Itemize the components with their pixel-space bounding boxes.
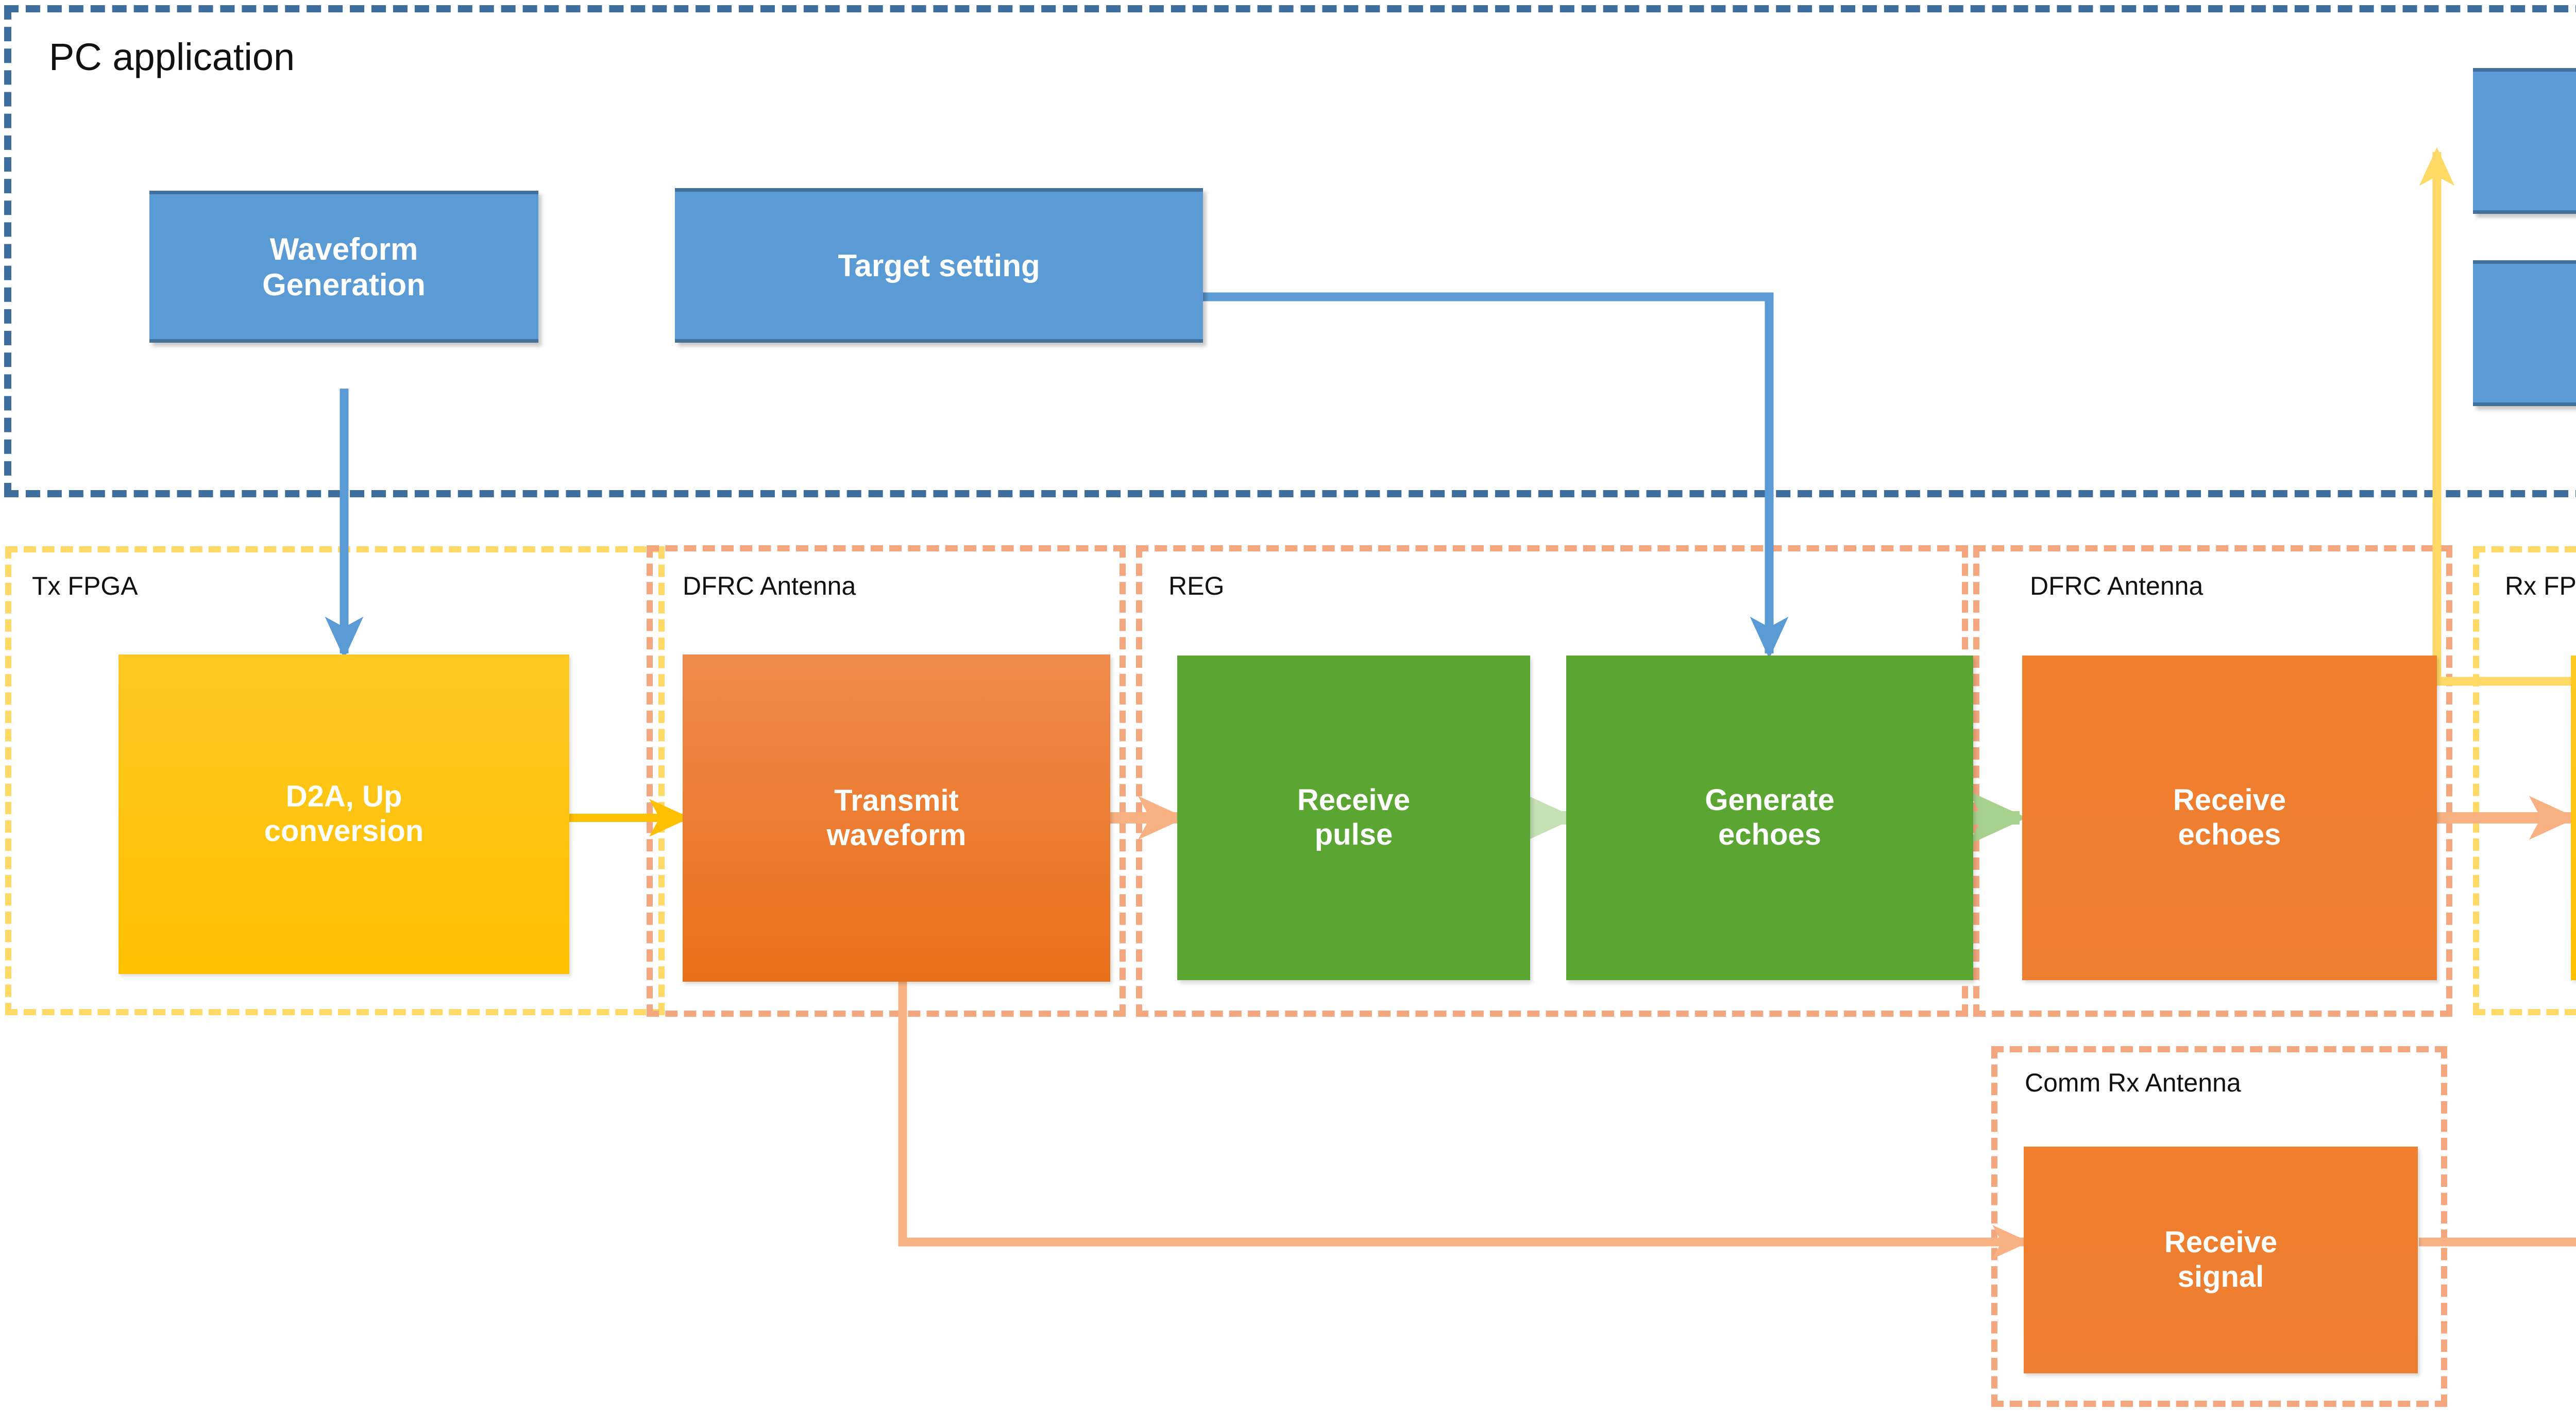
group-label-reg: REG	[1168, 572, 1225, 600]
group-tx-fpga	[5, 546, 665, 1015]
group-label-rx-fpga: Rx FPGA	[2505, 572, 2576, 600]
group-rx-fpga	[2473, 546, 2576, 1015]
group-label-dfrc-antenna-tx: DFRC Antenna	[683, 572, 856, 600]
block-comm-processing[interactable]: Comm. Processing	[2473, 68, 2576, 214]
block-radar-processing[interactable]: Radar Processing	[2473, 260, 2576, 406]
group-label-pc-application: PC application	[49, 36, 295, 78]
block-target-setting[interactable]: Target setting	[675, 188, 1203, 343]
wire-transmit-to-receive-signal	[898, 982, 2029, 1259]
group-label-comm-rx-antenna: Comm Rx Antenna	[2025, 1068, 2241, 1097]
group-label-dfrc-antenna-rx: DFRC Antenna	[2030, 572, 2204, 600]
group-label-tx-fpga: Tx FPGA	[32, 572, 138, 600]
block-a2d-down-conversion[interactable]: A2D, Downconversion	[2571, 656, 2576, 980]
